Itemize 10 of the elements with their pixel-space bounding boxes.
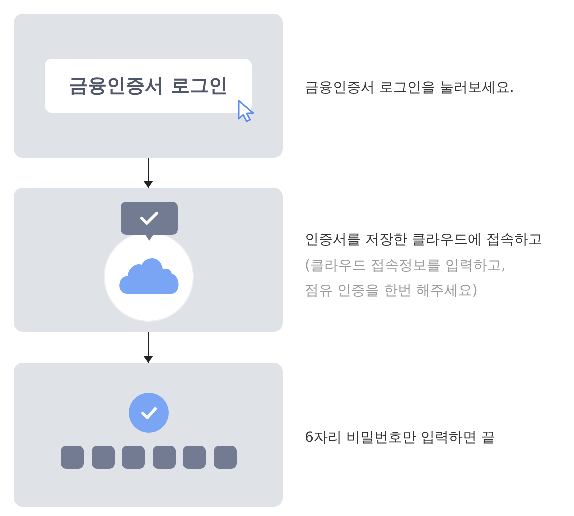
arrow: [144, 158, 154, 188]
step-panel: [14, 14, 283, 158]
step-description: 인증서를 저장한 클라우드에 접속하고: [305, 231, 542, 250]
step-description: 금융인증서 로그인을 눌러보세요.: [305, 79, 514, 98]
login-button: 금융인증서 로그인: [45, 59, 252, 113]
step-panel: [14, 188, 283, 332]
step-panel: [14, 363, 283, 507]
arrow: [144, 332, 154, 364]
step-description: 6자리 비밀번호만 입력하면 끝: [305, 429, 496, 448]
step-note: (클라우드 접속정보를 입력하고, 점유 인증을 한번 해주세요): [305, 257, 507, 301]
